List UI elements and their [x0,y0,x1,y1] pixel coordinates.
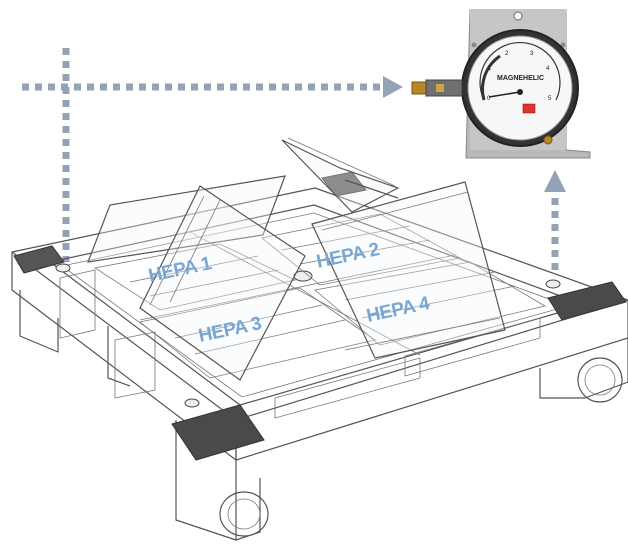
pressure-tap-left [55,263,71,273]
dial-number-0: 0 [487,96,491,102]
bracket-hole [513,11,523,21]
grilles [13,171,627,461]
pressure-lines [22,48,566,270]
gauge-needle [488,91,521,98]
pressure-tap-right [545,279,561,289]
dial-number-3: 3 [530,51,534,57]
arrow-up-icon [544,170,566,192]
lid-hepa-2-4 [311,181,506,359]
filter-bays [93,213,547,379]
lid-hepa-3 [139,185,306,381]
dial-number-4: 4 [546,66,550,72]
grille-right [547,281,627,321]
pressure-taps [55,263,561,408]
grille-front [171,404,265,461]
pressure-tap-front [184,398,200,408]
calibration-tag [522,103,536,114]
dial-number-1: 1 [488,66,492,72]
magnehelic-gauge: 0 1 2 3 4 5 MAGNEHELIC [411,9,591,159]
arrow-right-icon [383,76,403,98]
lid-back [281,139,400,213]
gauge-fitting [411,81,427,95]
dial-number-2: 2 [505,51,509,57]
dial-number-5: 5 [548,96,552,102]
glass-lids [87,137,506,381]
gauge-brand: MAGNEHELIC [497,75,544,82]
lid-hepa-1 [87,175,286,263]
grille-left [13,245,65,274]
